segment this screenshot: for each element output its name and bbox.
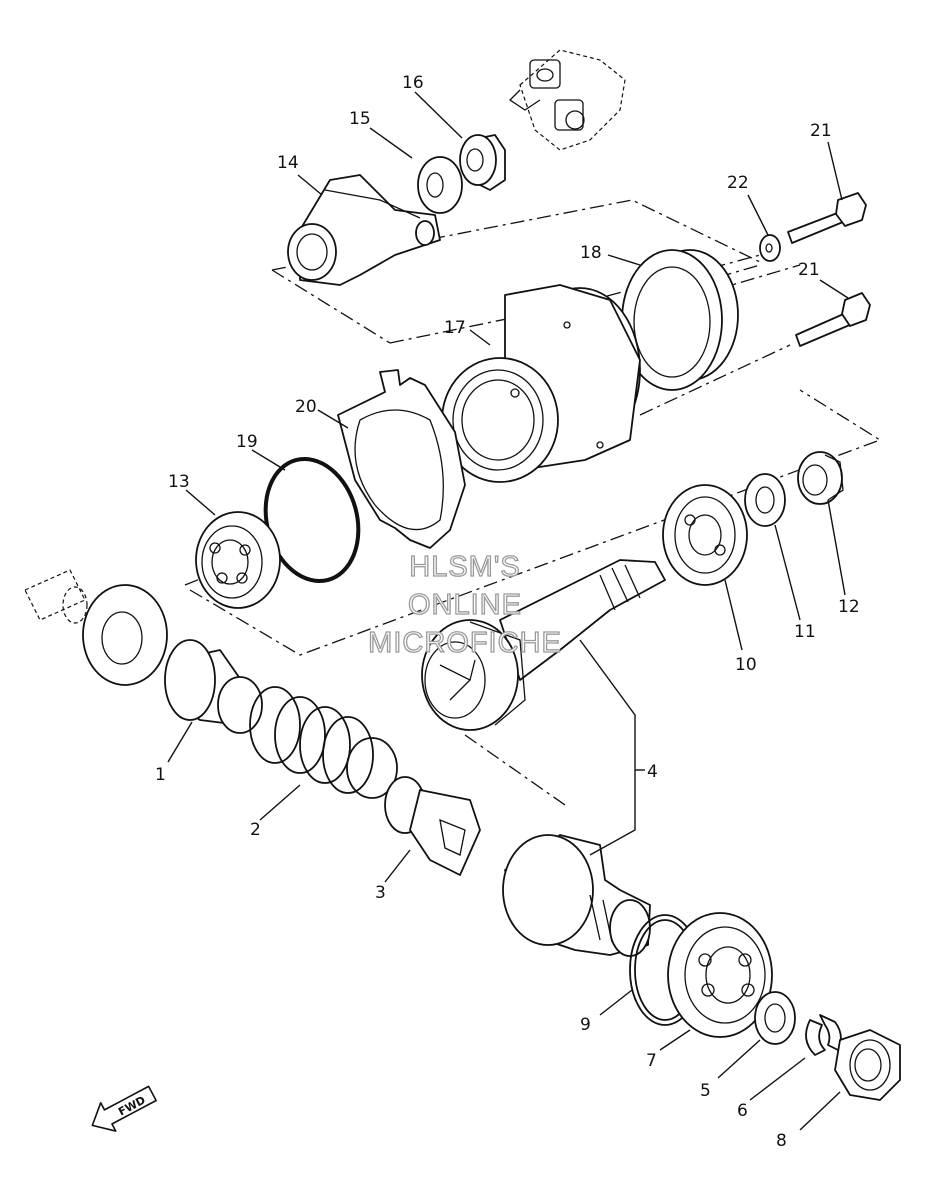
part-flange-nut-16 bbox=[459, 134, 506, 191]
callout-21-upper: 21 bbox=[810, 121, 832, 141]
callout-18: 18 bbox=[580, 243, 602, 263]
part-seal-18 bbox=[621, 249, 739, 391]
part-washer-11 bbox=[744, 473, 786, 527]
callout-16: 16 bbox=[402, 73, 424, 93]
callout-13: 13 bbox=[168, 472, 190, 492]
callout-22: 22 bbox=[727, 173, 749, 193]
part-bolt-21-lower bbox=[795, 292, 871, 347]
callout-12: 12 bbox=[838, 597, 860, 617]
part-lock-plate-20 bbox=[337, 369, 466, 549]
callout-1: 1 bbox=[155, 765, 166, 785]
part-washer-15 bbox=[417, 156, 463, 214]
callout-20: 20 bbox=[295, 397, 317, 417]
part-yoke bbox=[287, 174, 441, 286]
part-ring-gear bbox=[502, 834, 651, 957]
callout-19: 19 bbox=[236, 432, 258, 452]
callout-7: 7 bbox=[646, 1051, 657, 1071]
part-washer-22 bbox=[759, 234, 781, 262]
universal-joint-reference bbox=[508, 49, 626, 151]
watermark-line-2: ONLINE bbox=[407, 588, 522, 621]
callout-17: 17 bbox=[444, 318, 466, 338]
callout-2: 2 bbox=[250, 820, 261, 840]
callout-6: 6 bbox=[737, 1101, 748, 1121]
outer-bearing-reference bbox=[82, 584, 168, 686]
callout-15: 15 bbox=[349, 109, 371, 129]
part-collar-12 bbox=[797, 451, 844, 505]
callout-21-lower: 21 bbox=[798, 260, 820, 280]
part-lock-washer-6 bbox=[805, 1014, 842, 1056]
callout-3: 3 bbox=[375, 883, 386, 903]
shaft-reference bbox=[24, 569, 88, 624]
callout-labels: 1 2 3 4 5 6 7 8 9 10 11 12 13 14 15 16 1… bbox=[155, 73, 860, 1151]
callout-10: 10 bbox=[735, 655, 757, 675]
part-spring-2 bbox=[249, 686, 398, 799]
part-dog-clutch-3 bbox=[384, 776, 481, 876]
part-bearing-10 bbox=[662, 484, 748, 586]
part-bearing-7 bbox=[667, 912, 773, 1038]
callout-4: 4 bbox=[647, 762, 658, 782]
callout-11: 11 bbox=[794, 622, 816, 642]
callout-8: 8 bbox=[776, 1131, 787, 1151]
part-pinion-gear-4 bbox=[421, 559, 666, 731]
fwd-arrow-icon: FWD bbox=[91, 1085, 157, 1132]
part-washer-5 bbox=[754, 991, 796, 1045]
callout-14: 14 bbox=[277, 153, 299, 173]
leader-lines bbox=[167, 91, 849, 1131]
part-bearing-housing-17 bbox=[441, 284, 641, 483]
part-bearing-13 bbox=[195, 511, 281, 609]
watermark-line-3: MICROFICHE bbox=[368, 626, 562, 659]
callout-5: 5 bbox=[700, 1081, 711, 1101]
part-bolt-21-upper bbox=[787, 192, 867, 244]
callout-9: 9 bbox=[580, 1015, 591, 1035]
watermark-line-1: HLSM'S bbox=[409, 550, 521, 583]
part-nut-8 bbox=[834, 1029, 901, 1101]
part-collar-1 bbox=[164, 639, 263, 734]
